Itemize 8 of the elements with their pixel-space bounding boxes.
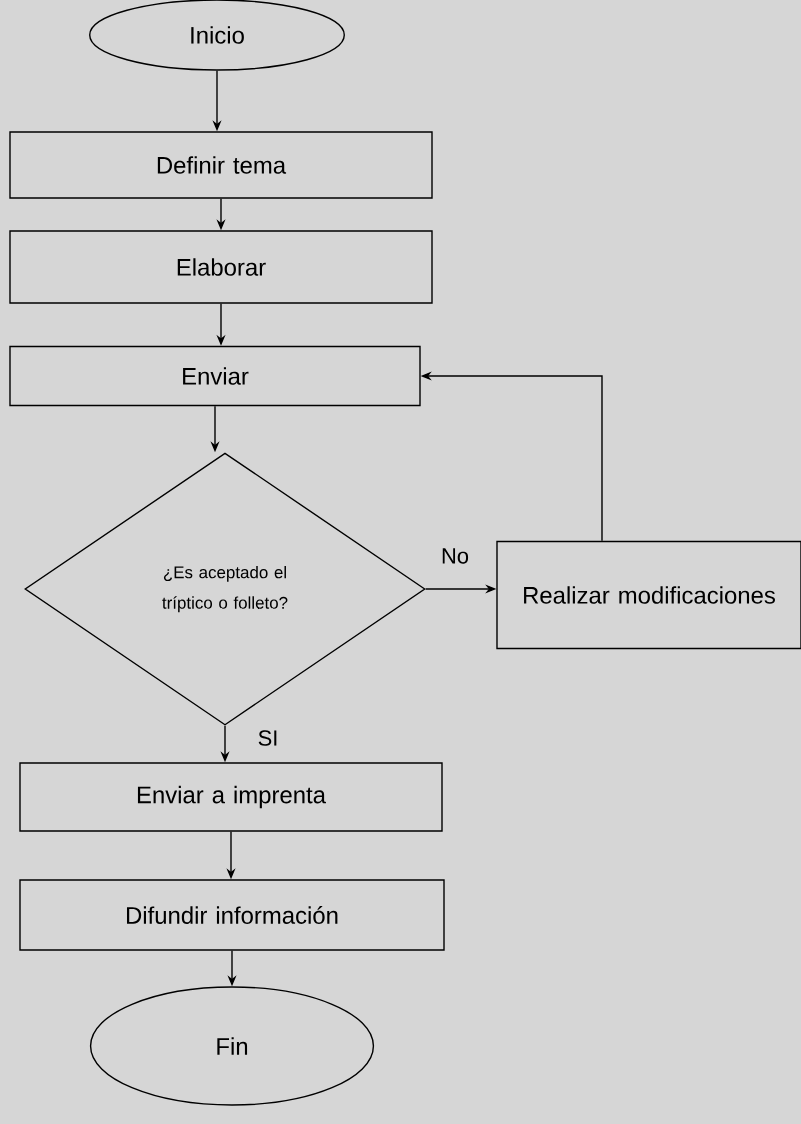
- process-box: Realizar modificaciones: [496, 540, 801, 650]
- process-box: Enviar: [9, 345, 421, 407]
- process-box: Enviar a imprenta: [19, 762, 443, 832]
- edge-label: No: [440, 547, 470, 565]
- process-box: Elaborar: [9, 230, 433, 304]
- edge-label: SI: [256, 729, 280, 747]
- process-box: Definir tema: [9, 131, 433, 199]
- process-box: Difundir información: [19, 879, 445, 951]
